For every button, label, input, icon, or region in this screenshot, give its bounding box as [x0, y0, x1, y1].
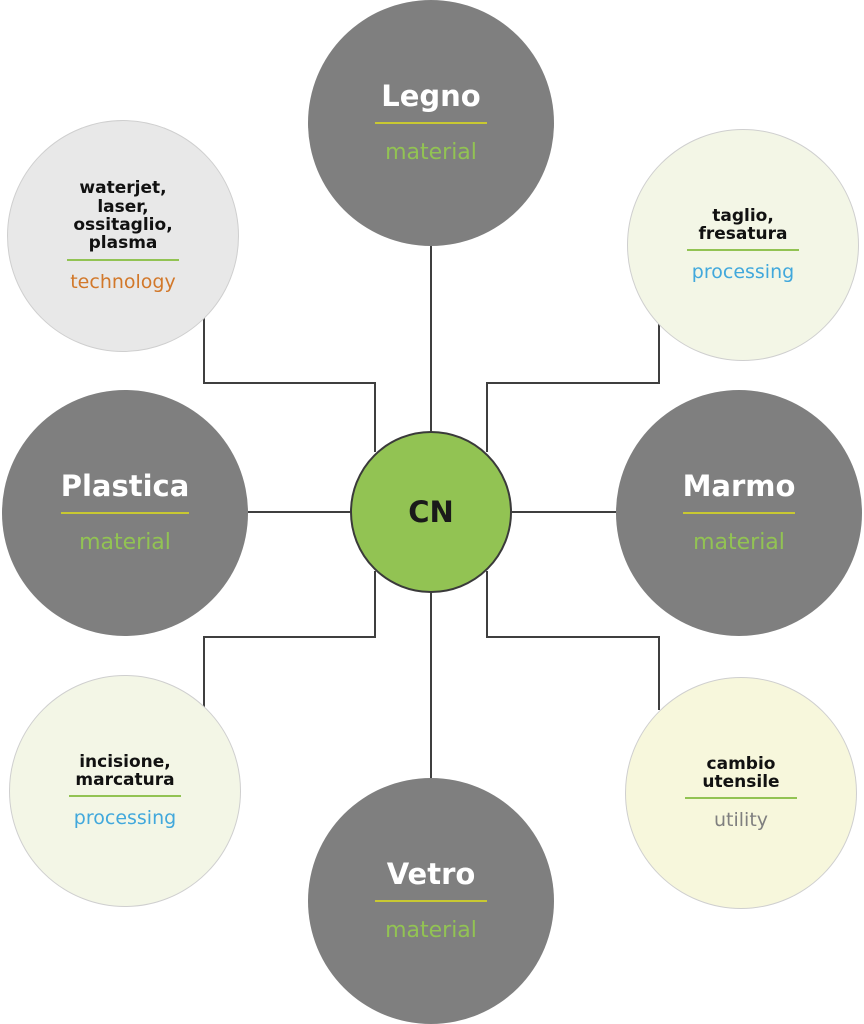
material-title-plastica: Plastica: [60, 470, 190, 515]
processing-line-fresatura: fresatura: [698, 224, 788, 244]
material-node-legno: Legno material: [308, 0, 554, 246]
technology-line-ossitaglio: ossitaglio,: [73, 215, 173, 235]
processing-node-taglio: taglio, fresatura processing: [627, 129, 859, 361]
material-type-legno: material: [385, 140, 477, 166]
utility-line-cambio: cambio: [706, 753, 776, 774]
material-node-vetro: Vetro material: [308, 778, 554, 1024]
utility-line-utensile: utensile: [702, 772, 780, 792]
technology-line-waterjet: waterjet,: [79, 178, 167, 199]
utility-node-cambio-utensile: cambio utensile utility: [625, 677, 857, 909]
connector-processing-bottom: [203, 571, 376, 707]
technology-node: waterjet, laser, ossitaglio, plasma tech…: [7, 120, 239, 352]
processing-node-incisione: incisione, marcatura processing: [9, 675, 241, 907]
center-label: CN: [408, 495, 454, 529]
center-node-cn: CN: [350, 431, 512, 593]
processing-title-taglio: taglio, fresatura: [687, 205, 799, 252]
material-type-vetro: material: [385, 918, 477, 944]
material-title-legno: Legno: [375, 80, 487, 125]
connector-processing-top: [486, 312, 660, 452]
processing-line-marcatura: marcatura: [75, 770, 175, 790]
technology-line-plasma: plasma: [88, 233, 158, 254]
material-title-vetro: Vetro: [375, 858, 487, 903]
processing-line-incisione: incisione,: [79, 751, 171, 772]
processing-type-top: processing: [691, 261, 795, 284]
technology-type: technology: [70, 270, 176, 293]
utility-type: utility: [713, 809, 769, 832]
technology-title: waterjet, laser, ossitaglio, plasma: [67, 178, 179, 261]
material-type-marmo: material: [693, 530, 785, 556]
material-node-plastica: Plastica material: [2, 390, 248, 636]
connector-technology: [203, 310, 376, 452]
processing-line-taglio: taglio,: [712, 205, 774, 226]
material-type-plastica: material: [79, 530, 171, 556]
processing-type-bottom: processing: [73, 807, 177, 830]
material-title-marmo: Marmo: [682, 470, 796, 515]
utility-title: cambio utensile: [685, 753, 797, 800]
material-node-marmo: Marmo material: [616, 390, 862, 636]
processing-title-incisione: incisione, marcatura: [69, 751, 181, 798]
technology-line-laser: laser,: [97, 196, 149, 217]
connector-utility: [486, 571, 660, 710]
